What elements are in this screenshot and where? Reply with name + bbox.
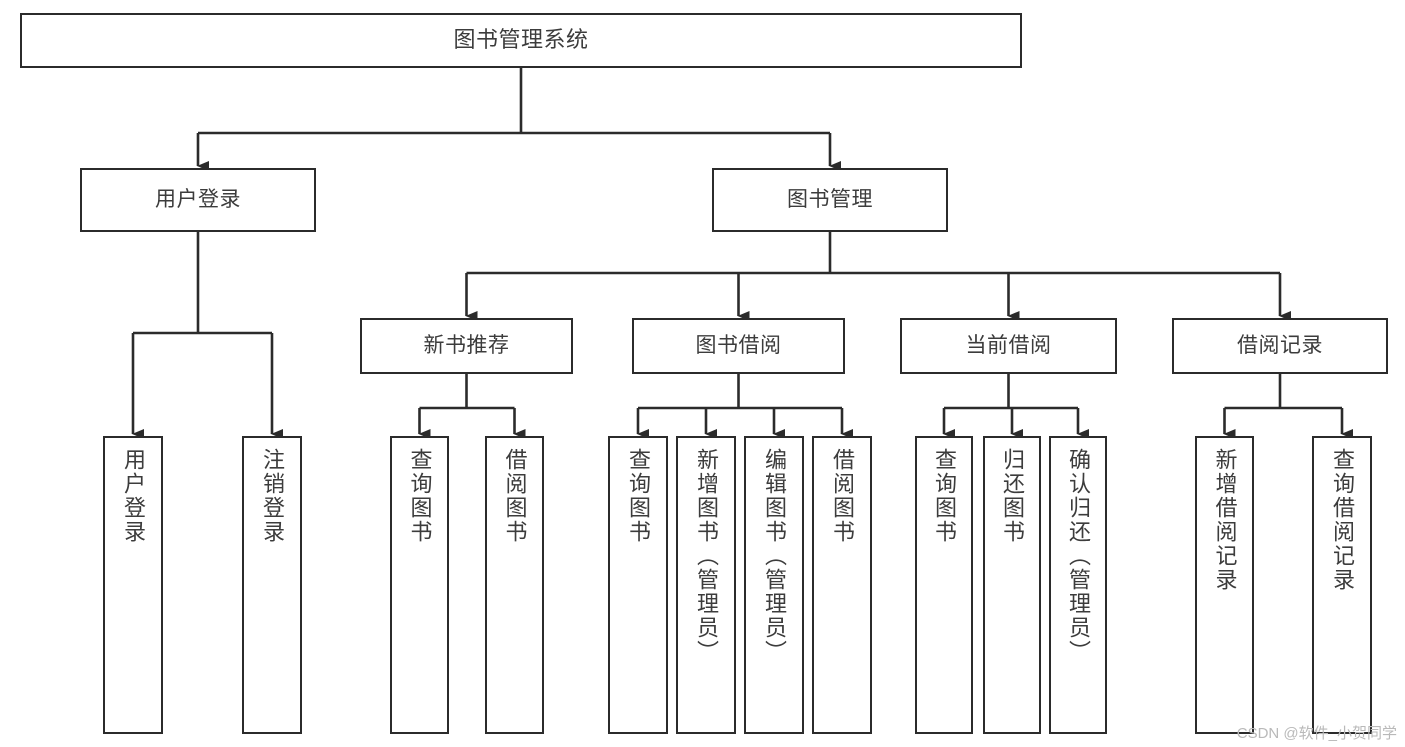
node-book-borrow[interactable]: 图书借阅 — [632, 318, 845, 374]
node-book-manage[interactable]: 图书管理 — [712, 168, 948, 232]
node-label: 用户登录 — [155, 188, 241, 212]
node-label: 查询图书 — [625, 448, 651, 544]
node-label: 图书管理系统 — [453, 27, 589, 53]
node-leaf-edit-book[interactable]: 编辑图书（管理员） — [744, 436, 804, 734]
node-leaf-borrow-book-2[interactable]: 借阅图书 — [812, 436, 872, 734]
node-leaf-query-record[interactable]: 查询借阅记录 — [1312, 436, 1372, 734]
node-label: 当前借阅 — [965, 334, 1052, 358]
node-leaf-query-book-3[interactable]: 查询图书 — [915, 436, 973, 734]
node-leaf-query-book-2[interactable]: 查询图书 — [608, 436, 668, 734]
node-label: 编辑图书（管理员） — [761, 448, 787, 664]
node-label: 新书推荐 — [423, 334, 510, 358]
node-borrow-record[interactable]: 借阅记录 — [1172, 318, 1388, 374]
node-label: 图书借阅 — [695, 334, 782, 358]
node-current-borrow[interactable]: 当前借阅 — [900, 318, 1117, 374]
node-label: 借阅图书 — [829, 448, 855, 544]
node-label: 借阅记录 — [1237, 334, 1323, 358]
node-label: 确认归还（管理员） — [1065, 448, 1091, 664]
node-label: 新增图书（管理员） — [693, 448, 719, 664]
node-user-login[interactable]: 用户登录 — [80, 168, 316, 232]
node-leaf-user-login[interactable]: 用户登录 — [103, 436, 163, 734]
node-label: 图书管理 — [787, 188, 873, 212]
node-leaf-logout[interactable]: 注销登录 — [242, 436, 302, 734]
node-leaf-query-book-1[interactable]: 查询图书 — [390, 436, 449, 734]
node-leaf-add-book[interactable]: 新增图书（管理员） — [676, 436, 736, 734]
node-label: 归还图书 — [999, 448, 1025, 544]
node-label: 新增借阅记录 — [1212, 448, 1238, 592]
tree-connectors — [131, 68, 1353, 439]
node-label: 注销登录 — [259, 448, 285, 544]
node-label: 查询图书 — [407, 448, 433, 544]
node-leaf-borrow-book-1[interactable]: 借阅图书 — [485, 436, 544, 734]
node-label: 查询图书 — [931, 448, 957, 544]
node-leaf-confirm-return[interactable]: 确认归还（管理员） — [1049, 436, 1107, 734]
node-label: 用户登录 — [120, 448, 146, 544]
node-label: 查询借阅记录 — [1329, 448, 1355, 592]
node-leaf-add-record[interactable]: 新增借阅记录 — [1195, 436, 1254, 734]
node-new-book-rec[interactable]: 新书推荐 — [360, 318, 573, 374]
node-leaf-return-book[interactable]: 归还图书 — [983, 436, 1041, 734]
node-label: 借阅图书 — [502, 448, 528, 544]
node-root[interactable]: 图书管理系统 — [20, 13, 1022, 68]
